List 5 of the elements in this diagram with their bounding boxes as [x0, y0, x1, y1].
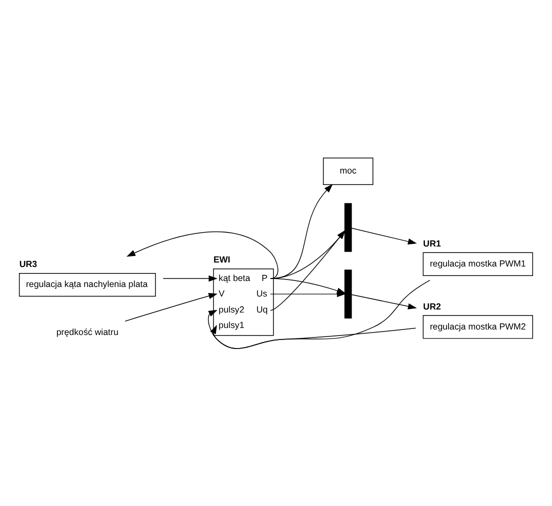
node-label: UR3 [19, 258, 38, 269]
node-text: prędkość wiatru [56, 326, 118, 336]
node-label: UR2 [423, 300, 441, 311]
node-label: EWI [213, 254, 230, 264]
node-label: UR1 [423, 238, 441, 248]
